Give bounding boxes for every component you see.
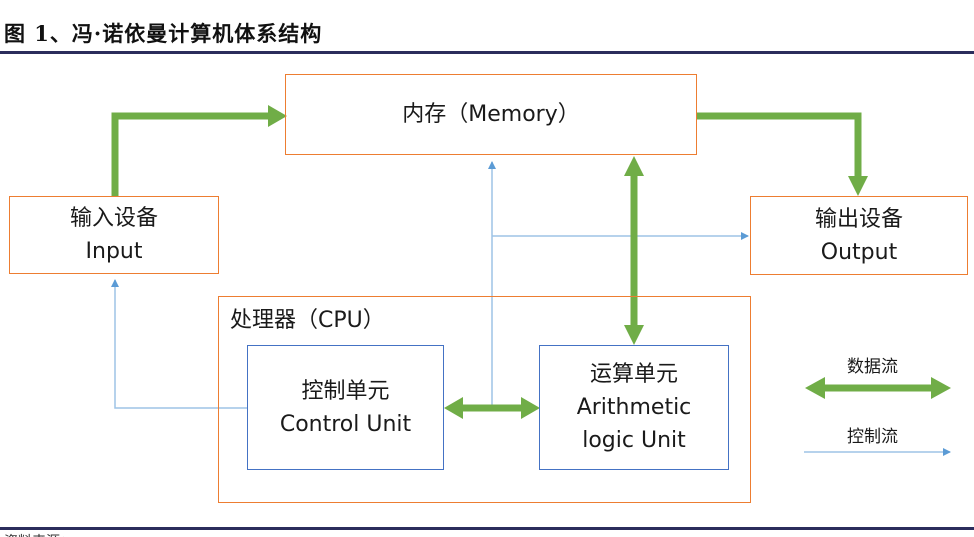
data-flow-input-to-memory-head [268,105,287,127]
bottom-rule [0,527,974,530]
source-note: 资料来源：…… [4,531,102,537]
output-label-cn: 输出设备 [814,206,903,232]
alu-label-en-1: Arithmetic [576,395,692,420]
input-label-cn: 输入设备 [69,206,158,231]
alu-label-cn: 运算单元 [589,362,678,387]
data-flow-cu-alu-head-left [444,397,463,419]
cpu-label: 处理器（CPU） [230,308,385,333]
data-flow-arrows [111,105,951,419]
output-label-en: Output [820,239,898,265]
data-flow-cu-alu-head-right [521,397,540,419]
legend-data-flow-head-right [931,377,951,399]
memory-box: 内存（Memory） [285,74,697,155]
top-rule [0,51,974,54]
input-device-box: 输入设备 Input [9,196,219,274]
cpu-box [218,296,751,503]
control-flow-to-input [111,279,248,409]
legend-data-flow-label: 数据流 [847,357,898,377]
control-unit-box: 控制单元 Control Unit [247,345,444,470]
control-unit-label-en: Control Unit [279,411,412,437]
data-flow-memory-alu-head-up [624,156,644,176]
alu-box: 运算单元 Arithmetic logic Unit [539,345,729,470]
input-label-en: Input [85,239,143,264]
control-unit-label-cn: 控制单元 [301,378,390,404]
control-flow-lines [111,161,951,456]
figure-title: 图 1、冯·诺依曼计算机体系结构 [4,21,323,46]
memory-label: 内存（Memory） [402,102,580,127]
data-flow-memory-to-output [697,112,862,178]
legend-data-flow-head-left [805,377,825,399]
output-device-box: 输出设备 Output [750,196,968,275]
data-flow-input-to-memory [111,112,270,196]
alu-label-en-2: logic Unit [582,428,686,453]
legend-control-flow-label: 控制流 [847,427,898,447]
data-flow-memory-alu-head-down [624,325,644,345]
data-flow-memory-to-output-head [848,176,868,196]
